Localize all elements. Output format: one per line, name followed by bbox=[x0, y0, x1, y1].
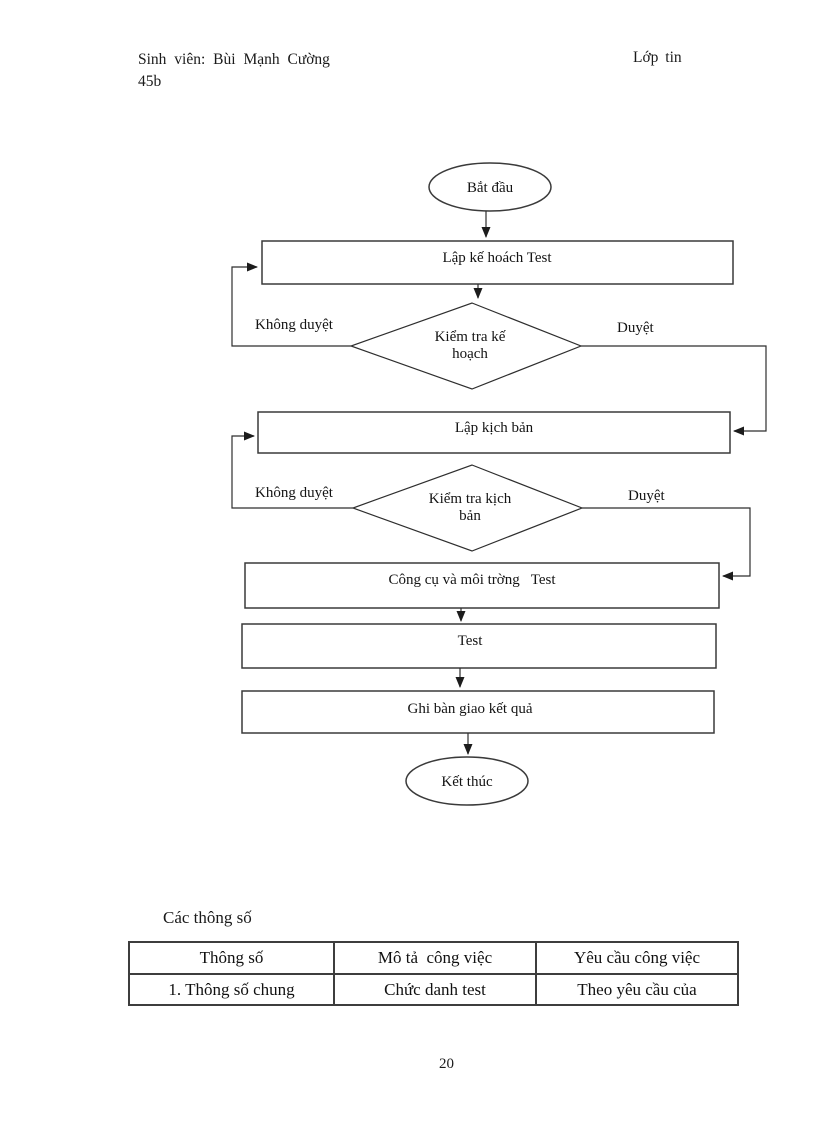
start-label: Bắt đầu bbox=[467, 180, 514, 196]
table-caption: Các thông số bbox=[163, 908, 252, 927]
step5-label: Ghi bàn giao kết quả bbox=[408, 701, 533, 717]
decision2-no-label: Không duyệt bbox=[255, 485, 334, 501]
step4-box bbox=[241, 623, 717, 669]
start-ellipse bbox=[428, 162, 552, 212]
decision2-yes-label: Duyệt bbox=[628, 488, 665, 504]
step3-box bbox=[244, 562, 720, 609]
connector-decision2-yes-path bbox=[582, 507, 751, 581]
cell-thong-so-chung: 1. Thông số chung bbox=[128, 973, 335, 1006]
decision1-yes-label: Duyệt bbox=[617, 320, 654, 336]
decision1-label-line2: hoạch bbox=[452, 346, 488, 362]
connector-decision1-yes-path bbox=[581, 345, 767, 436]
end-ellipse bbox=[405, 756, 529, 806]
step1-box bbox=[261, 240, 734, 285]
header-cell-mo-ta: Mô tả công việc bbox=[333, 941, 537, 975]
table-header-row: Thông số Mô tả công việc Yêu cầu công vi… bbox=[128, 941, 739, 975]
connector-decision1-no-loop bbox=[231, 262, 351, 347]
step5-box bbox=[241, 690, 715, 734]
params-table: Thông số Mô tả công việc Yêu cầu công vi… bbox=[128, 941, 739, 1006]
header-class-code: 45b bbox=[138, 73, 162, 90]
header-class-label: Lớp tin bbox=[633, 49, 682, 66]
step2-label: Lập kịch bản bbox=[455, 420, 534, 436]
decision1-no-label: Không duyệt bbox=[255, 317, 334, 333]
cell-chuc-danh: Chức danh test bbox=[333, 973, 537, 1006]
connector-decision2-no-loop bbox=[231, 431, 353, 509]
header-cell-yeu-cau: Yêu cầu công việc bbox=[535, 941, 739, 975]
decision1-diamond bbox=[349, 302, 583, 390]
header-student-name: Sinh viên: Bùi Mạnh Cường bbox=[138, 51, 330, 68]
flowchart: Bắt đầu Lập kế hoách Test Kiểm tra kế ho… bbox=[231, 162, 767, 806]
end-label: Kết thúc bbox=[441, 774, 493, 790]
page-number: 20 bbox=[439, 1056, 454, 1072]
cell-theo-yeu-cau: Theo yêu cầu của bbox=[535, 973, 739, 1006]
header-cell-thong-so: Thông số bbox=[128, 941, 335, 975]
decision2-diamond bbox=[351, 464, 584, 552]
step3-label: Công cụ và môi trờng Test bbox=[388, 572, 556, 588]
step1-label: Lập kế hoách Test bbox=[442, 250, 552, 266]
decision2-label-line1: Kiểm tra kịch bbox=[429, 491, 512, 507]
step4-label: Test bbox=[458, 633, 484, 649]
table-row: 1. Thông số chung Chức danh test Theo yê… bbox=[128, 973, 739, 1006]
header-left: Sinh viên: Bùi Mạnh Cường 45b bbox=[138, 49, 330, 93]
decision1-label-line1: Kiểm tra kế bbox=[435, 329, 506, 345]
decision2-label-line2: bản bbox=[459, 508, 481, 524]
step2-box bbox=[257, 411, 731, 454]
